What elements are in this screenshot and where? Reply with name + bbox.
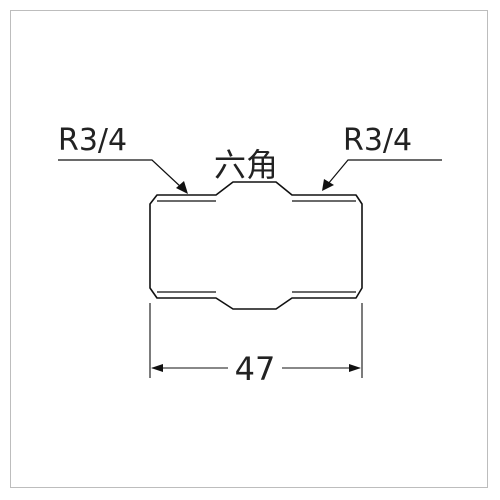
dimension-arrow-right — [349, 364, 361, 372]
leader-arrow-left — [176, 181, 188, 194]
drawing-frame — [10, 10, 488, 488]
dimension-arrow-left — [151, 364, 163, 372]
leader-line-left — [58, 159, 183, 189]
thread-label-left: R3/4 — [58, 123, 127, 158]
length-dimension-value: 47 — [235, 350, 276, 388]
hex-label: 六角 — [214, 146, 278, 184]
leader-line-right — [327, 159, 442, 185]
leader-arrow-right — [322, 179, 334, 191]
thread-label-right: R3/4 — [343, 123, 412, 158]
fitting-outline — [149, 181, 363, 310]
